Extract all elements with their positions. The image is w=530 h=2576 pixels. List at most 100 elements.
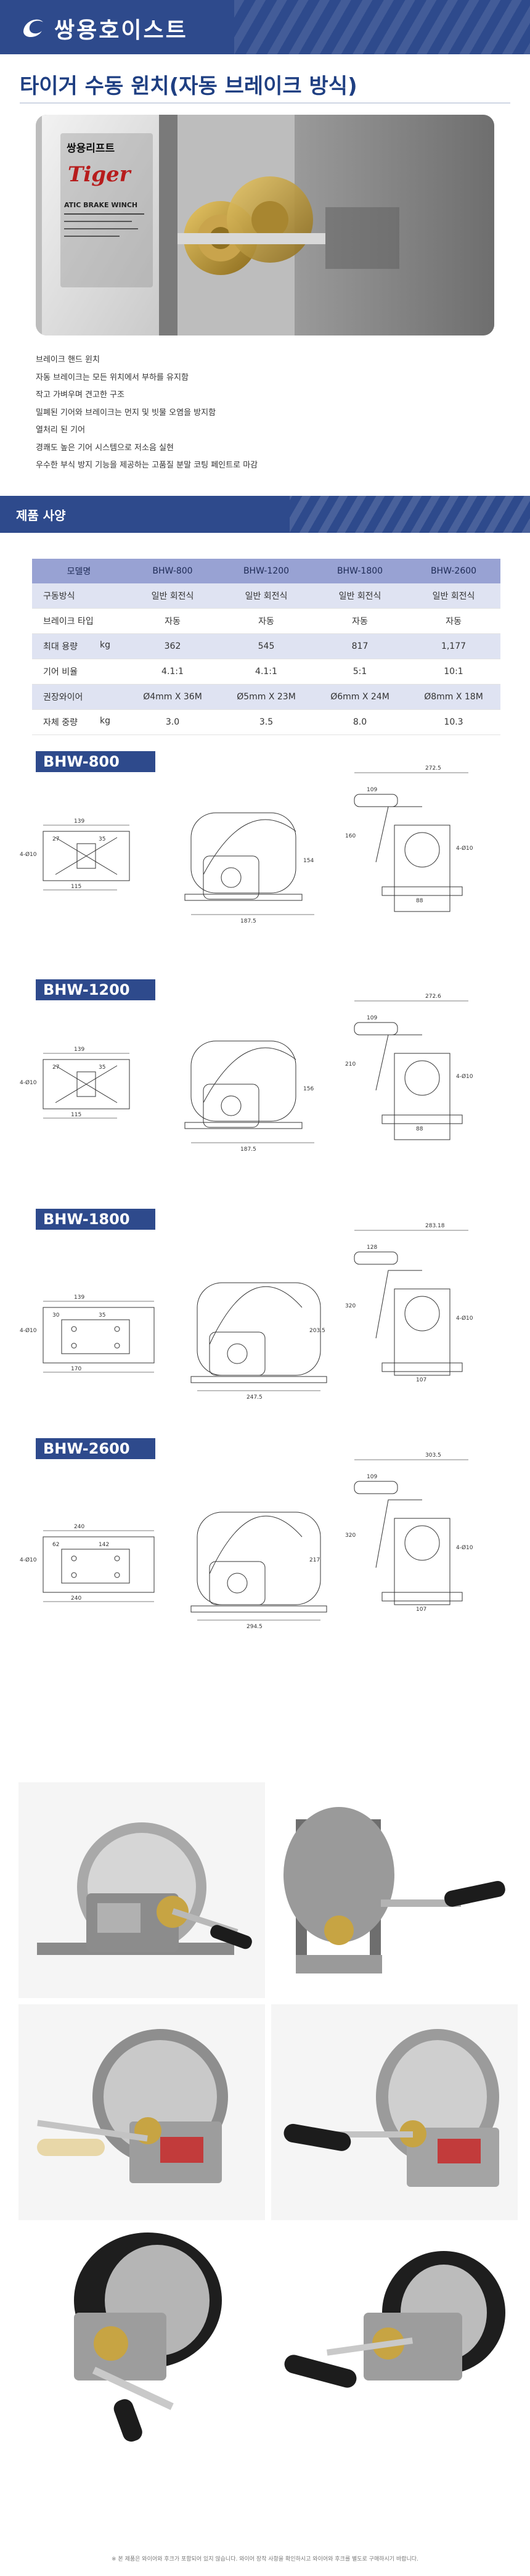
dim-label: 30 [52,1312,60,1319]
title-divider [20,102,510,104]
feature-item: 밀폐된 기어와 브레이크는 먼지 및 빗물 오염을 방지함 [36,408,216,418]
spec-cell: Ø4mm X 36M [126,684,219,710]
spec-cell: Ø8mm X 18M [407,684,500,710]
dim-label: 4-Ø10 [20,1079,37,1086]
spec-cell: 3.5 [219,709,313,735]
dim-label: 35 [99,1064,105,1071]
feature-item: 경쾌도 높은 기어 시스템으로 저소음 실현 [36,443,174,453]
feature-item: 열처리 된 기어 [36,426,86,435]
spec-cell: Ø6mm X 24M [313,684,407,710]
dim-label: 107 [416,1607,426,1613]
drawing-model-tag: BHW-1800 [36,1209,155,1230]
spec-row: 브레이크 타입 자동 자동 자동 자동 [32,608,500,634]
dim-label: 88 [416,898,423,904]
dim-label: 35 [99,1312,105,1319]
spec-table: 모델명 BHW-800 BHW-1200 BHW-1800 BHW-2600 구… [32,559,500,735]
dim-label: 156 [303,1086,314,1092]
dim-label: 160 [345,833,356,839]
dim-label: 109 [367,1015,377,1021]
dim-label: 128 [367,1245,377,1251]
spec-cell: 자동 [219,608,313,634]
spec-row: 기어 비율 4.1:1 4.1:1 5:1 10:1 [32,659,500,685]
product-photo [271,1782,518,1998]
dim-label: 4-Ø10 [456,1544,473,1551]
spec-row-label: 구동방식 [32,583,126,609]
dim-label: 154 [303,858,314,864]
header-stripes [234,0,530,54]
dim-label: 107 [416,1377,426,1383]
spec-cell: 10.3 [407,709,500,735]
spec-cell: 4.1:1 [126,659,219,685]
spec-header-row: 모델명 BHW-800 BHW-1200 BHW-1800 BHW-2600 [32,559,500,583]
spec-cell: 3.0 [126,709,219,735]
spec-cell: 817 [313,633,407,659]
dim-label: 27 [52,836,59,842]
section-band: 제품 사양 [0,496,530,533]
feature-item: 자동 브레이크는 모든 위치에서 부하를 유지함 [36,372,189,382]
hero-product-photo: 쌍용리프트 Tiger ATIC BRAKE WINCH [36,115,494,335]
product-photo [271,2226,518,2442]
dim-label: 35 [99,836,105,842]
dim-label: 203.5 [309,1328,325,1334]
dim-label: 27 [52,1064,59,1071]
spec-row-label: 브레이크 타입 [32,608,126,634]
spec-row: 구동방식 일반 회전식 일반 회전식 일반 회전식 일반 회전식 [32,583,500,609]
footnote: ※ 본 제품은 와이어와 후크가 포함되어 있지 않습니다. 와이어 장착 사항… [112,2556,418,2562]
spec-cell: 일반 회전식 [126,583,219,609]
spec-cell: 5:1 [313,659,407,685]
spec-cell: 자동 [407,608,500,634]
dim-label: 109 [367,787,377,793]
spec-cell: 자동 [313,608,407,634]
dim-label: 139 [74,1294,84,1301]
spec-header-cell: BHW-2600 [407,559,500,583]
dim-label: 283.18 [425,1223,445,1229]
feature-list: 브레이크 핸드 윈치 자동 브레이크는 모든 위치에서 부하를 유지함 작고 가… [36,352,258,475]
dim-label: 115 [71,884,81,890]
spec-cell: 일반 회전식 [313,583,407,609]
spec-cell: 10:1 [407,659,500,685]
dim-label: 170 [71,1366,81,1372]
dim-label: 294.5 [247,1624,263,1629]
dim-label: 272.5 [425,765,441,772]
dim-label: 240 [74,1524,84,1530]
product-photo [271,2004,518,2220]
spec-row-label: 권장와이어 [32,684,126,710]
dim-label: 4-Ø10 [20,1327,37,1334]
spec-cell: 자동 [126,608,219,634]
dim-label: 4-Ø10 [456,845,473,852]
band-stripes [290,496,530,533]
dim-label: 247.5 [247,1394,263,1400]
hero-label-brand: 쌍용리프트 [67,142,115,155]
dim-label: 115 [71,1112,81,1118]
spec-header-cell: BHW-800 [126,559,219,583]
swirl-logo-icon [23,19,43,38]
spec-header-cell: 모델명 [32,559,126,583]
dim-label: 139 [74,818,84,825]
feature-item: 작고 가벼우며 견고한 구조 [36,390,124,400]
spec-cell: 1,177 [407,633,500,659]
spec-row-label: 기어 비율 [32,659,126,685]
spec-row: 권장와이어 Ø4mm X 36M Ø5mm X 23M Ø6mm X 24M Ø… [32,684,500,710]
dim-label: 4-Ø10 [20,851,37,858]
page-title: 타이거 수동 윈치(자동 브레이크 방식) [20,74,357,99]
spec-cell: 일반 회전식 [219,583,313,609]
hero-label-model: ATIC BRAKE WINCH [64,201,137,209]
spec-header-cell: BHW-1800 [313,559,407,583]
spec-cell: Ø5mm X 23M [219,684,313,710]
dim-label: 139 [74,1047,84,1053]
dim-label: 187.5 [240,1146,256,1153]
dim-label: 109 [367,1474,377,1480]
drawing-model-tag: BHW-2600 [36,1438,155,1459]
dim-label: 272.6 [425,994,441,1000]
dim-label: 217 [309,1557,320,1563]
dim-label: 4-Ø10 [20,1557,37,1563]
spec-cell: 4.1:1 [219,659,313,685]
dim-label: 4-Ø10 [456,1073,473,1080]
feature-item: 우수한 부식 방지 기능을 제공하는 고품질 분말 코팅 페인트로 마감 [36,461,258,470]
